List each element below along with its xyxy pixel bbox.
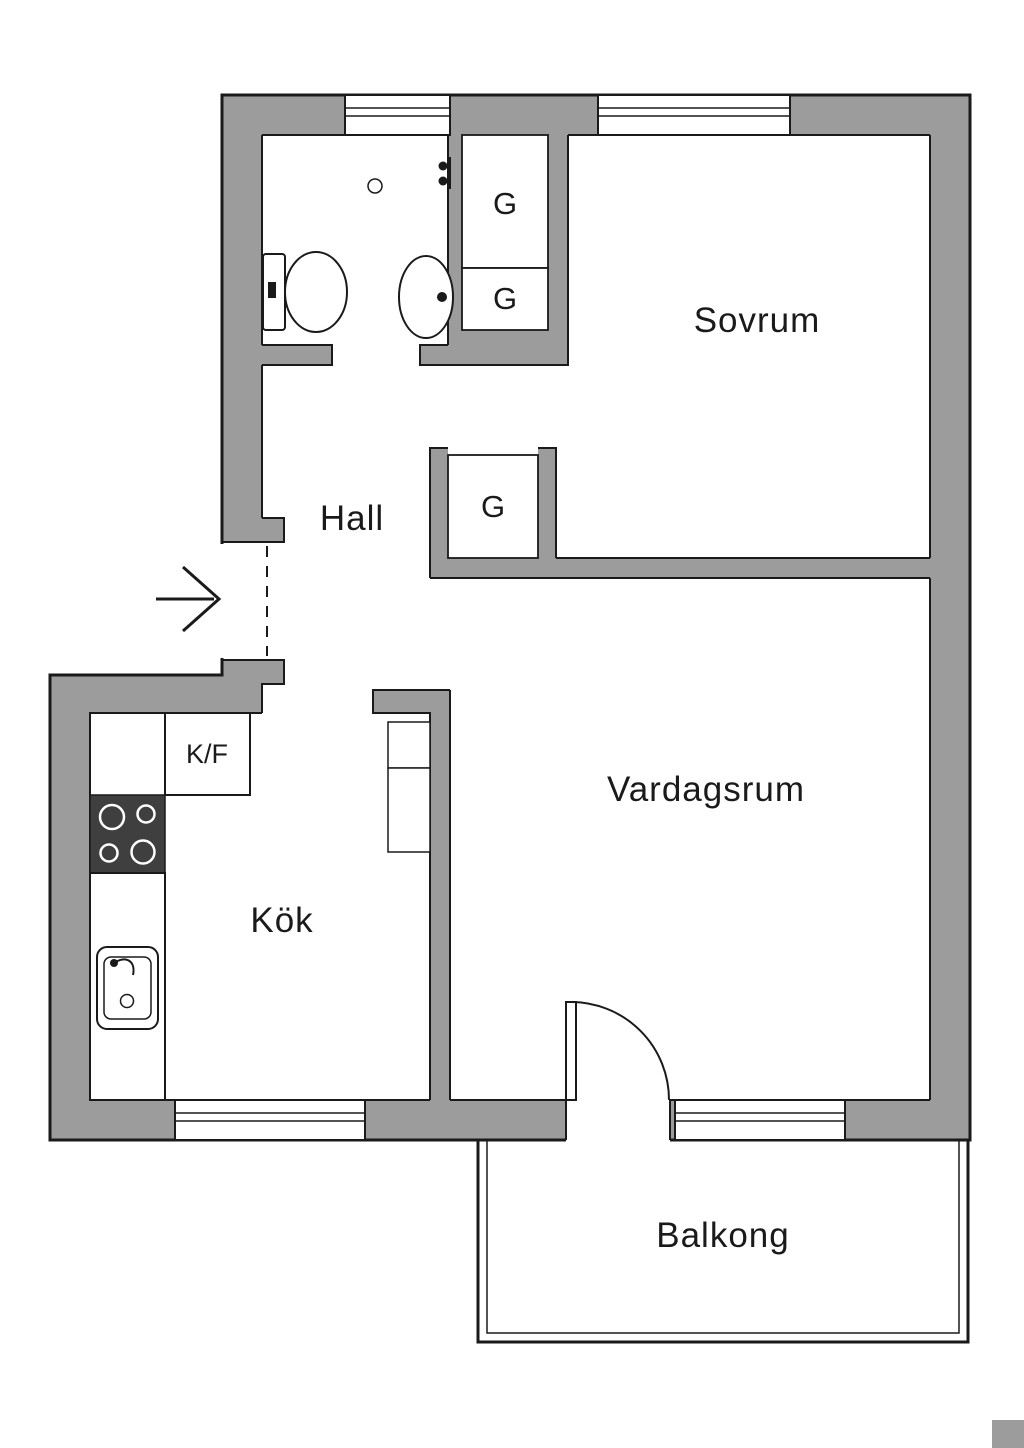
sink-basin (398, 255, 454, 339)
burner (99, 843, 119, 863)
toilet-bowl (284, 251, 348, 333)
closet-hall-left-flank (430, 448, 448, 558)
outline-closet-hall-left (429, 447, 448, 558)
balcony-door-swing-arc (570, 1001, 670, 1101)
entry-stub-top (222, 518, 284, 542)
outer-perimeter (48, 93, 972, 1142)
balcony-outline-outer (476, 1140, 970, 1344)
window-frame (674, 1099, 846, 1141)
kitchen-fixtures (89, 712, 431, 1101)
burner (130, 839, 156, 865)
cabinet-lower (387, 767, 431, 853)
fridge-freezer-box (164, 712, 251, 796)
wall-left-upper (222, 95, 262, 535)
window-frame (174, 1099, 366, 1141)
labels: Sovrum Hall Kök Vardagsrum Balkong G G G… (186, 186, 821, 1255)
wall-closet-right (548, 135, 568, 365)
sink-outer (96, 946, 159, 1030)
closet-hall-right-flank (538, 448, 556, 558)
vardagsrum-label: Vardagsrum (607, 770, 805, 809)
closet-hall-box (447, 454, 539, 559)
sink-faucet (437, 292, 447, 302)
stove-body (89, 794, 166, 874)
bathroom-fixtures (262, 157, 454, 339)
balcony-door-leaf (565, 1001, 577, 1101)
toilet-flush-button (268, 282, 276, 298)
wall-bath-bottom-right (420, 345, 468, 365)
closet-top-label: G (493, 186, 517, 221)
fridge-freezer-label: K/F (186, 739, 228, 769)
walls (50, 95, 970, 1140)
balkong-label: Balkong (656, 1216, 789, 1255)
window-frame (597, 94, 791, 136)
wall-kitchen-left (50, 675, 90, 1140)
outer-outline (48, 93, 972, 1142)
window-vardagsrum (674, 1099, 846, 1141)
burner (98, 803, 126, 831)
shower-mixer (438, 157, 451, 189)
outline-entry-stub-top (222, 517, 285, 543)
window-sovrum (597, 94, 791, 136)
closet-hall-label: G (481, 489, 505, 524)
floor-drain (367, 178, 383, 194)
outline-entry-stub-bottom (222, 659, 285, 713)
wall-vardagsrum-top (430, 558, 930, 578)
hall-label: Hall (320, 499, 384, 538)
sink-faucet-spout (113, 958, 135, 976)
window-kok (174, 1099, 366, 1141)
window-frame (344, 94, 451, 136)
balcony-outline-inner (486, 1140, 960, 1334)
sovrum-label: Sovrum (694, 301, 821, 340)
entry-arrow (156, 565, 222, 633)
closet-top-box (461, 134, 549, 269)
closets (447, 134, 549, 559)
balcony-door (565, 1001, 671, 1142)
tall-cabinet (387, 721, 431, 853)
kitchen-sink (96, 946, 159, 1030)
wall-right (930, 95, 970, 1140)
window-bathroom (344, 94, 451, 136)
closet-mid-box (461, 267, 549, 331)
kok-label: Kök (250, 901, 313, 940)
outline-bath-door-left (262, 344, 333, 366)
burner (136, 804, 156, 824)
mixer-knob (438, 176, 448, 186)
entry-opening (216, 544, 228, 658)
wall-kitchen-divider (430, 690, 450, 1100)
balcony (476, 1140, 970, 1344)
balcony-door-opening (566, 1098, 670, 1142)
bathroom-sink (398, 255, 454, 339)
stove (89, 794, 166, 874)
sink-drain (119, 993, 135, 1009)
mixer-knob (438, 161, 448, 171)
corner-mark (992, 1420, 1024, 1448)
outline-bath-door-right (419, 135, 569, 366)
closet-mid-label: G (493, 281, 517, 316)
windows (174, 94, 846, 1141)
toilet (262, 251, 348, 333)
entry-arrow-head (182, 565, 222, 633)
outline-closet-hall-right (538, 447, 557, 558)
cabinet-upper (387, 721, 431, 769)
wall-top (222, 95, 970, 135)
sink-inner (103, 956, 152, 1020)
entry-door (216, 544, 268, 658)
wall-bath-bottom-left (262, 345, 332, 365)
